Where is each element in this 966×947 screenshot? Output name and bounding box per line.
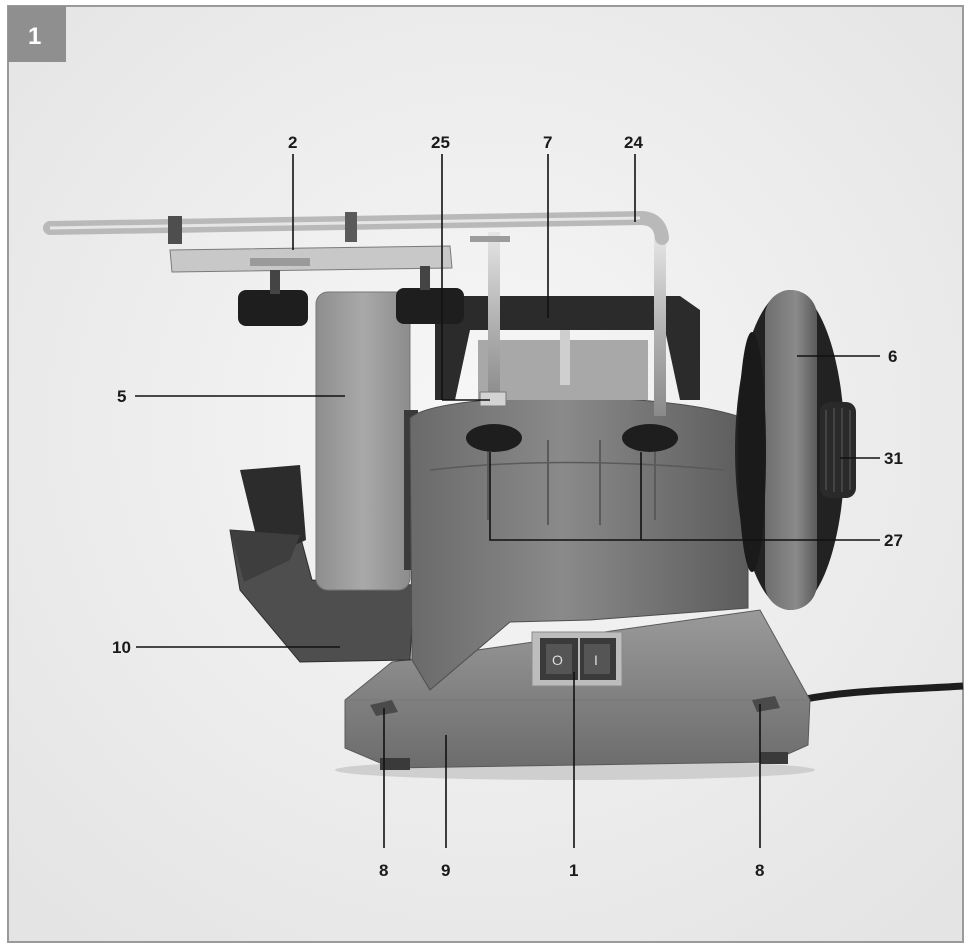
adjusting-knob-left [466,424,522,452]
switch-on-symbol: I [594,652,598,668]
adjusting-knob-right [622,424,678,452]
callout-6: 6 [888,347,897,366]
power-cord [799,682,964,704]
leader-lines [135,154,880,848]
figure-number: 1 [28,23,41,50]
callout-5: 5 [117,387,126,406]
callout-27: 27 [884,531,903,550]
callout-2: 2 [288,133,297,152]
switch-off-symbol: O [552,652,563,668]
on-off-switch[interactable]: O I [531,631,623,687]
whetstone-left [315,291,418,591]
base [344,609,811,770]
callout-8-left: 8 [379,861,388,880]
knife-holder [169,245,464,326]
universal-support [43,210,669,416]
callout-1: 1 [569,861,578,880]
callout-24: 24 [624,133,643,152]
water-trough [229,465,415,663]
leather-honing-wheel [735,290,856,610]
callout-7: 7 [543,133,552,152]
callout-31: 31 [884,449,903,468]
figure-number-badge: 1 [8,6,66,62]
angle-guide-bracket [435,296,700,400]
callout-8-right: 8 [755,861,764,880]
callout-9: 9 [441,861,450,880]
callout-25: 25 [431,133,450,152]
callout-10: 10 [112,638,131,657]
